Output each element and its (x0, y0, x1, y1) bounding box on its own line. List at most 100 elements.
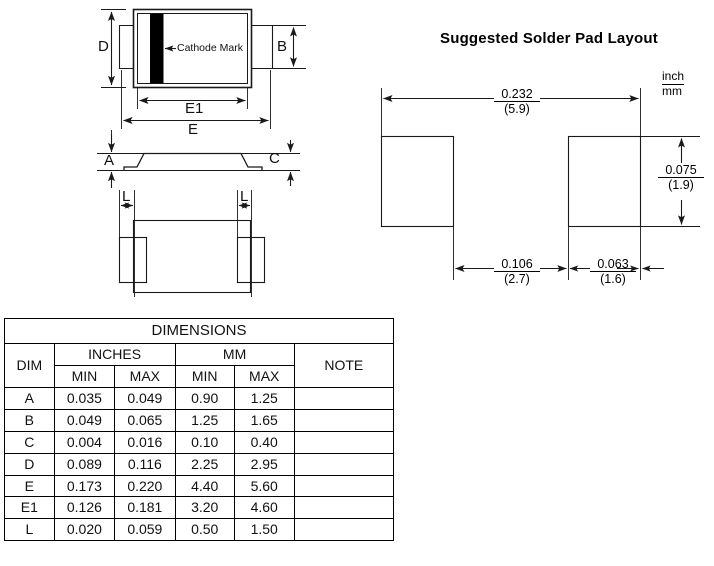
header-inches: INCHES (53, 343, 176, 367)
table-group-header-row: DIM INCHES MM NOTE (4, 343, 395, 389)
dim-label-l-right: L (240, 188, 249, 205)
dimval-pad-gap-inch: 0.063 (590, 257, 636, 272)
dimval-pad-height: 0.075 (1.9) (658, 163, 704, 192)
dim-pad-height-geometry (640, 136, 700, 227)
cell-mm-min: 4.40 (174, 474, 235, 498)
cell-mm-max: 5.60 (233, 474, 295, 498)
header-mm: MM (174, 343, 295, 367)
cell-inch-max: 0.059 (114, 518, 176, 542)
dimval-pad-width: 0.106 (2.7) (494, 257, 540, 286)
dimensions-table-title: DIMENSIONS (4, 317, 394, 345)
cell-inch-min: 0.035 (53, 387, 116, 410)
subheader-mm-min: MIN (174, 365, 235, 389)
subheader-inch-max: MAX (114, 365, 176, 389)
table-row: E1 0.126 0.181 3.20 4.60 (4, 496, 395, 520)
cell-note (293, 496, 395, 520)
solder-pad-geometry (380, 135, 642, 228)
dimval-overall-width: 0.232 (5.9) (494, 87, 540, 116)
cell-inch-min: 0.049 (53, 408, 116, 432)
dimval-pad-width-inch: 0.106 (494, 257, 540, 272)
cathode-mark-label: Cathode Mark (177, 42, 243, 54)
cell-note (293, 387, 395, 410)
unit-inch-label: inch (662, 69, 685, 85)
table-sub-header-row: MIN MAX MIN MAX (5, 365, 394, 389)
cell-mm-min: 3.20 (174, 496, 235, 520)
top-view-geometry (118, 8, 274, 89)
cell-mm-min: 2.25 (174, 452, 235, 476)
cell-mm-min: 0.10 (174, 430, 235, 454)
cell-note (293, 452, 395, 476)
dimval-overall-width-mm: (5.9) (504, 102, 530, 116)
table-row: B 0.049 0.065 1.25 1.65 (4, 408, 395, 432)
cathode-band (150, 13, 164, 84)
cell-note (293, 474, 395, 498)
cell-note (293, 408, 395, 432)
cell-inch-min: 0.004 (53, 430, 116, 454)
cell-mm-min: 0.90 (174, 387, 235, 410)
dim-label-a: A (104, 152, 115, 169)
cell-dim: L (4, 518, 55, 542)
cell-mm-max: 1.50 (233, 518, 295, 542)
cell-inch-min: 0.126 (53, 496, 116, 520)
table-title-row: DIMENSIONS (4, 317, 394, 345)
cell-dim: B (4, 408, 55, 432)
table-row: A 0.035 0.049 0.90 1.25 (4, 387, 395, 410)
table-row: C 0.004 0.016 0.10 0.40 (4, 430, 395, 454)
cell-mm-max: 0.40 (233, 430, 295, 454)
dim-e-geometry (121, 70, 271, 129)
cell-inch-max: 0.065 (114, 408, 176, 432)
dim-label-e1: E1 (185, 100, 204, 117)
dimval-pad-gap-mm: (1.6) (600, 272, 626, 286)
dim-pad-width-geometry (453, 227, 569, 280)
dim-label-b: B (277, 38, 288, 55)
cell-dim: E1 (4, 496, 55, 520)
cell-mm-max: 4.60 (233, 496, 295, 520)
dim-label-e: E (188, 121, 199, 138)
dim-e1-geometry (137, 88, 248, 109)
dimval-overall-width-inch: 0.232 (494, 87, 540, 102)
cell-inch-min: 0.089 (53, 452, 116, 476)
cell-inch-min: 0.173 (53, 474, 116, 498)
cell-dim: C (4, 430, 55, 454)
dimval-pad-height-mm: (1.9) (668, 178, 694, 192)
table-row: D 0.089 0.116 2.25 2.95 (4, 452, 395, 476)
cell-mm-min: 0.50 (174, 518, 235, 542)
solder-pad-heading: Suggested Solder Pad Layout (440, 30, 658, 47)
dim-label-l-left: L (122, 188, 131, 205)
dimval-pad-height-inch: 0.075 (658, 163, 704, 178)
dim-label-c: C (269, 150, 280, 167)
unit-legend: inch mm (662, 69, 685, 99)
cell-mm-max: 2.95 (233, 452, 295, 476)
cell-inch-max: 0.116 (114, 452, 176, 476)
cell-inch-max: 0.016 (114, 430, 176, 454)
subheader-inch-min: MIN (53, 365, 116, 389)
cell-note (293, 430, 395, 454)
bottom-view-geometry (118, 219, 266, 294)
cell-dim: D (4, 452, 55, 476)
dim-l-right-geometry (237, 190, 252, 297)
header-dim: DIM (4, 343, 55, 389)
header-note: NOTE (293, 343, 395, 389)
table-row: L 0.020 0.059 0.50 1.50 (4, 518, 395, 542)
dim-pad-gap-geometry (569, 227, 664, 280)
cell-inch-max: 0.220 (114, 474, 176, 498)
dim-b-geometry (272, 25, 306, 69)
cell-note (293, 518, 395, 542)
cell-mm-max: 1.65 (233, 408, 295, 432)
unit-mm-label: mm (662, 83, 682, 98)
cell-mm-min: 1.25 (174, 408, 235, 432)
dimensions-table: DIMENSIONS DIM INCHES MM NOTE MIN MAX MI… (4, 317, 395, 542)
cell-inch-max: 0.049 (114, 387, 176, 410)
subheader-mm-max: MAX (233, 365, 295, 389)
dim-l-left-geometry (119, 190, 135, 297)
cell-dim: A (4, 387, 55, 410)
dim-label-d: D (98, 38, 109, 55)
dimval-pad-gap: 0.063 (1.6) (590, 257, 636, 286)
cell-dim: E (4, 474, 55, 498)
dim-overall-width-geometry (381, 88, 641, 136)
dimensions-table-container: DIMENSIONS DIM INCHES MM NOTE MIN MAX MI… (4, 317, 395, 542)
dimval-pad-width-mm: (2.7) (504, 272, 530, 286)
cell-mm-max: 1.25 (233, 387, 295, 410)
